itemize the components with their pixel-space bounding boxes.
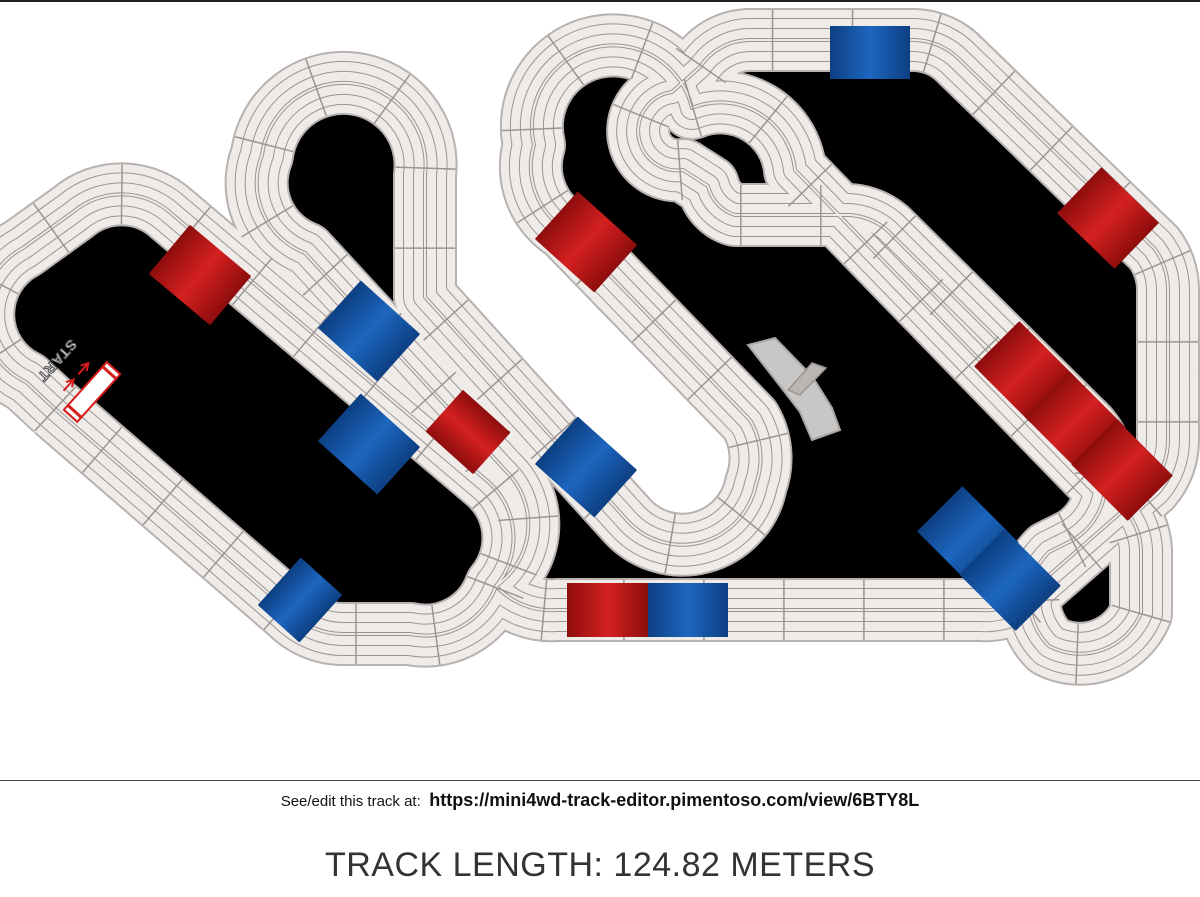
segment-joint (501, 127, 562, 132)
edit-prefix: See/edit this track at: (280, 793, 421, 810)
blue-piece (959, 529, 1061, 631)
segment-joint (1058, 513, 1087, 568)
segment-joint (120, 164, 123, 225)
blue-piece (318, 280, 420, 382)
segment-joint (293, 310, 334, 357)
segment-joint (32, 203, 70, 253)
segment-joint (676, 140, 684, 201)
segment-joint (843, 221, 888, 265)
red-pieces (149, 167, 1173, 637)
segment-joint (411, 371, 457, 414)
segment-joint (631, 299, 677, 343)
segment-joint (82, 426, 123, 473)
red-piece (1057, 167, 1159, 269)
segment-joint (683, 78, 703, 137)
segment-joint (613, 103, 670, 128)
segment-joint (899, 278, 944, 322)
lane-change-piece (746, 336, 842, 442)
segment-joint (872, 215, 916, 260)
segment-joint (480, 552, 537, 576)
segment-joint (530, 418, 577, 460)
blue-pieces (258, 26, 1061, 643)
segment-joint (929, 271, 973, 316)
segment-joint (234, 136, 294, 153)
blue-piece (318, 393, 420, 495)
segment-joint (1134, 250, 1191, 276)
segment-joint (0, 338, 22, 355)
segment-joint (516, 189, 569, 224)
segment-joint (142, 478, 183, 526)
red-piece (567, 583, 648, 637)
segment-joint (630, 22, 654, 80)
track-layout (0, 40, 1168, 654)
segment-joint (787, 163, 832, 207)
segment-joint (305, 59, 328, 117)
segment-joint (729, 432, 788, 449)
edit-link-line: See/edit this track at: https://mini4wd-… (0, 790, 1200, 811)
segment-joint (373, 74, 411, 124)
red-piece (149, 225, 251, 325)
footer-divider (0, 780, 1200, 781)
top-border (0, 0, 1200, 2)
segment-joint (1109, 524, 1168, 544)
segment-joint (467, 575, 524, 600)
segment-joint (203, 531, 244, 578)
segment-joint (675, 47, 727, 84)
blue-piece (535, 416, 637, 518)
segment-joint (687, 356, 732, 400)
segment-joint (498, 515, 559, 522)
blue-piece (258, 557, 342, 643)
segment-joint (302, 254, 348, 296)
segment-joint (241, 205, 294, 238)
blue-piece (830, 26, 910, 79)
segment-joint (395, 166, 456, 170)
segment-joint (423, 299, 469, 341)
segment-joint (476, 358, 523, 401)
red-piece (425, 390, 511, 474)
track-diagram: START (0, 0, 1200, 780)
segment-joint (1029, 126, 1073, 171)
segment-joint (1075, 623, 1079, 684)
segment-joint (1111, 604, 1170, 623)
segment-joint (955, 336, 1000, 380)
segment-joint (0, 283, 19, 295)
segment-joint (34, 386, 76, 432)
segment-joint (664, 514, 676, 574)
red-piece (535, 191, 637, 293)
segment-joint (232, 258, 272, 306)
segment-joint (922, 14, 942, 72)
segment-joint (748, 95, 788, 144)
segment-joint (717, 496, 766, 536)
segment-joint (547, 35, 585, 86)
start-arrow-icon (62, 361, 90, 392)
segment-joint (431, 605, 441, 665)
segment-joint (472, 469, 520, 510)
track-url-link[interactable]: https://mini4wd-track-editor.pimentoso.c… (429, 790, 920, 810)
red-piece (1071, 419, 1173, 521)
segment-joint (1061, 523, 1103, 570)
blue-piece (648, 583, 728, 637)
segment-joint (972, 70, 1016, 115)
track-length: TRACK LENGTH: 124.82 METERS (324, 846, 876, 884)
segment-joint (540, 579, 548, 640)
